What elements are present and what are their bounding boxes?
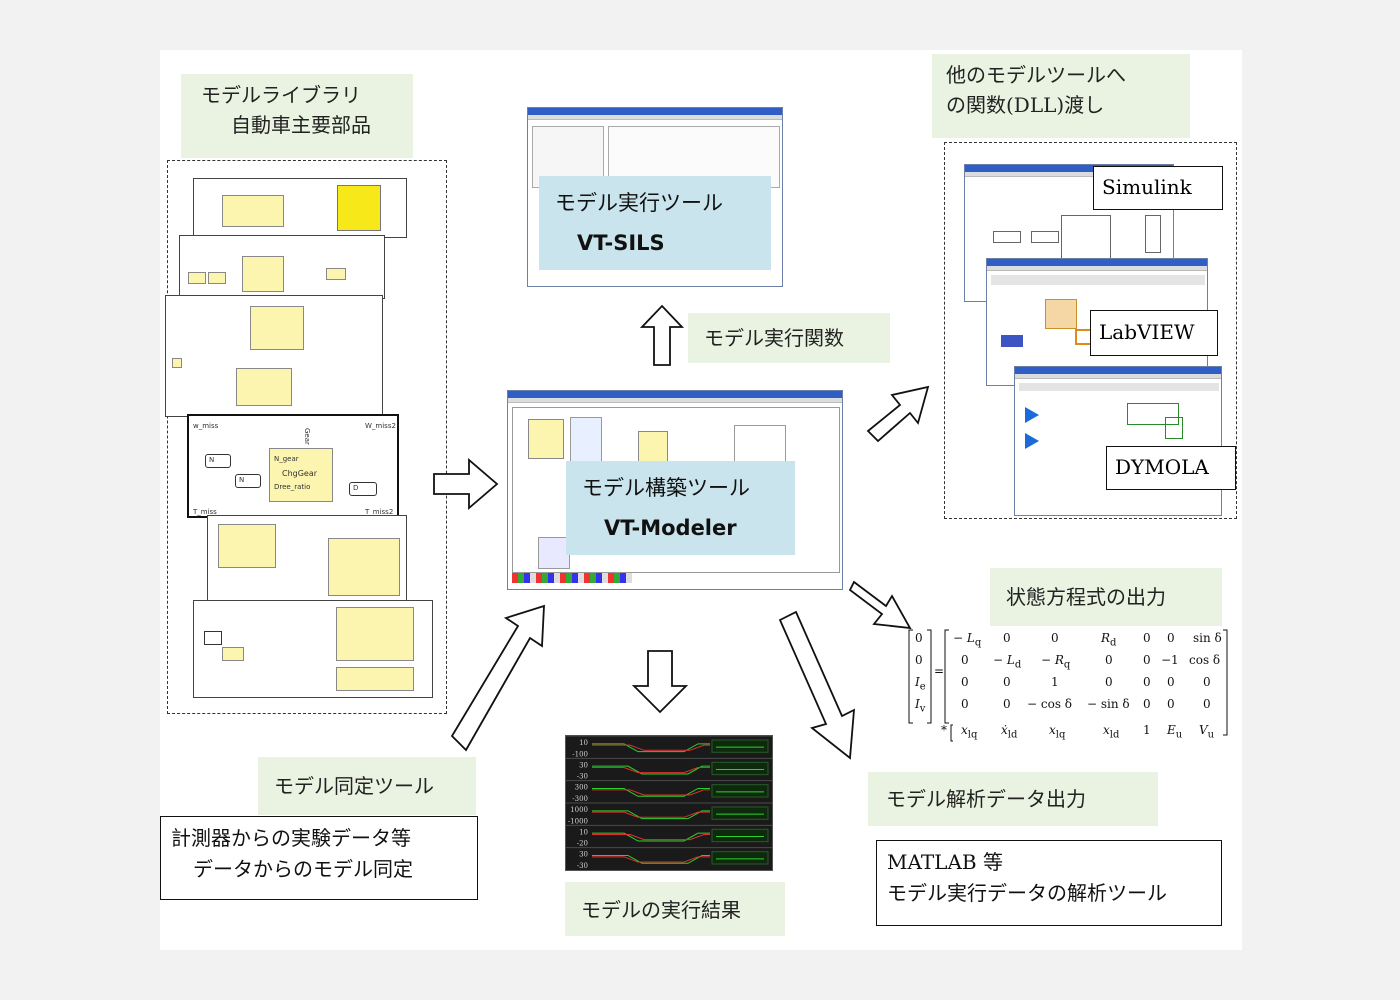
identify-desc-line1: 計測器からの実験データ等 [171,826,411,850]
scope-legend-box [711,784,769,798]
library-sheet-1 [193,178,407,238]
library-sheet-3 [165,295,383,417]
scope-trace [592,765,710,775]
model-library-title: モデルライブラリ [201,83,361,107]
library-sheet-2 [179,235,385,299]
identify-tool-label: モデル同定ツール [258,757,476,815]
result-scope: 10 -100 30 -30 300 -300 1000 -1000 10 -20 30 -30 [565,735,773,871]
dymola-window [1014,366,1222,516]
scope-scale-bottom: -1000 [568,817,588,825]
scope-trace [592,856,710,863]
gear-label: Gear [303,428,311,445]
t-miss-label: T_miss [193,508,217,516]
dll-label: 他のモデルツールへ の関数(DLL)渡し [932,54,1190,138]
scope-trace [592,744,710,751]
analysis-output-label: モデル解析データ出力 [868,772,1158,826]
identify-desc-line2: データからのモデル同定 [193,857,413,881]
scope-trace [592,832,710,842]
arrow-to-state-eq [848,580,912,630]
dll-subtitle: の関数(DLL)渡し [946,93,1105,117]
vt-modeler-label: モデル構築ツール VT-Modeler [566,461,795,555]
state-equation: 0 0 Ie Iv = − Lq 0 0 Rd 0 0 sin δ 0 − Ld… [905,627,1235,747]
scope-scale-bottom: -30 [577,773,588,781]
scope-legend-box [711,761,769,776]
model-library-subtitle: 自動車主要部品 [231,113,371,137]
model-library-label: モデルライブラリ 自動車主要部品 [181,74,413,158]
dymola-tag: DYMOLA [1106,446,1236,490]
library-sheet-6 [193,600,433,698]
scope-scale-top: 300 [575,784,588,792]
state-eq-label: 状態方程式の出力 [990,568,1222,626]
scope-trace [592,766,710,774]
model-library-frame [167,160,447,714]
vt-modeler-title: モデル構築ツール [582,476,750,500]
arrow-to-analysis [778,610,856,760]
scope-trace [592,854,710,864]
scope-scale-top: 10 [579,828,588,836]
scope-trace [592,787,710,797]
scope-scale-bottom: -100 [572,750,588,758]
scope-legend-box [711,851,769,865]
library-sheet-4: w_miss W_miss2 T_miss T_miss2 N_gear Chg… [187,414,399,518]
w-miss2-label: W_miss2 [365,422,396,430]
arrow-up [639,304,685,366]
scope-trace [592,811,710,818]
dll-title: 他のモデルツールへ [946,63,1126,87]
vt-modeler-name: VT-Modeler [604,515,737,540]
exec-result-label: モデルの実行結果 [565,882,785,936]
identify-desc-box: 計測器からの実験データ等 データからのモデル同定 [160,816,478,900]
scope-legend-box [711,828,769,843]
scope-legend-box [711,806,769,820]
scope-trace [592,743,710,753]
scope-trace [592,789,710,796]
library-sheet-5 [207,515,407,601]
simulink-tag: Simulink [1093,166,1223,210]
exec-function-label: モデル実行関数 [688,313,890,363]
chg-gear-block: N_gear ChgGear Dree_ratio [269,448,333,502]
arrow-library-to-modeler [433,458,499,510]
scope-scale-bottom: -20 [577,840,588,848]
labview-tag: LabVIEW [1090,310,1218,356]
arrow-down [631,650,689,714]
scope-scale-top: 1000 [570,806,588,814]
scope-scale-top: 30 [579,851,588,859]
w-miss-label: w_miss [193,422,219,430]
arrow-to-dll [866,385,930,443]
scope-legend-box [711,739,769,753]
matlab-title: MATLAB 等 [887,850,1003,874]
arrow-identify-to-modeler [450,604,545,752]
scope-scale-bottom: -300 [572,795,588,803]
dll-frame [944,142,1237,519]
vt-sils-title: モデル実行ツール [555,191,723,215]
vt-sils-label: モデル実行ツール VT-SILS [539,176,771,270]
matlab-box: MATLAB 等 モデル実行データの解析ツール [876,840,1222,926]
t-miss2-label: T_miss2 [365,508,394,516]
vt-sils-name: VT-SILS [577,230,665,255]
scope-trace [592,810,710,820]
scope-trace [592,833,710,841]
scope-scale-top: 10 [579,739,588,747]
scope-scale-top: 30 [579,761,588,769]
scope-scale-bottom: -30 [577,862,588,870]
matlab-desc: モデル実行データの解析ツール [887,881,1167,905]
